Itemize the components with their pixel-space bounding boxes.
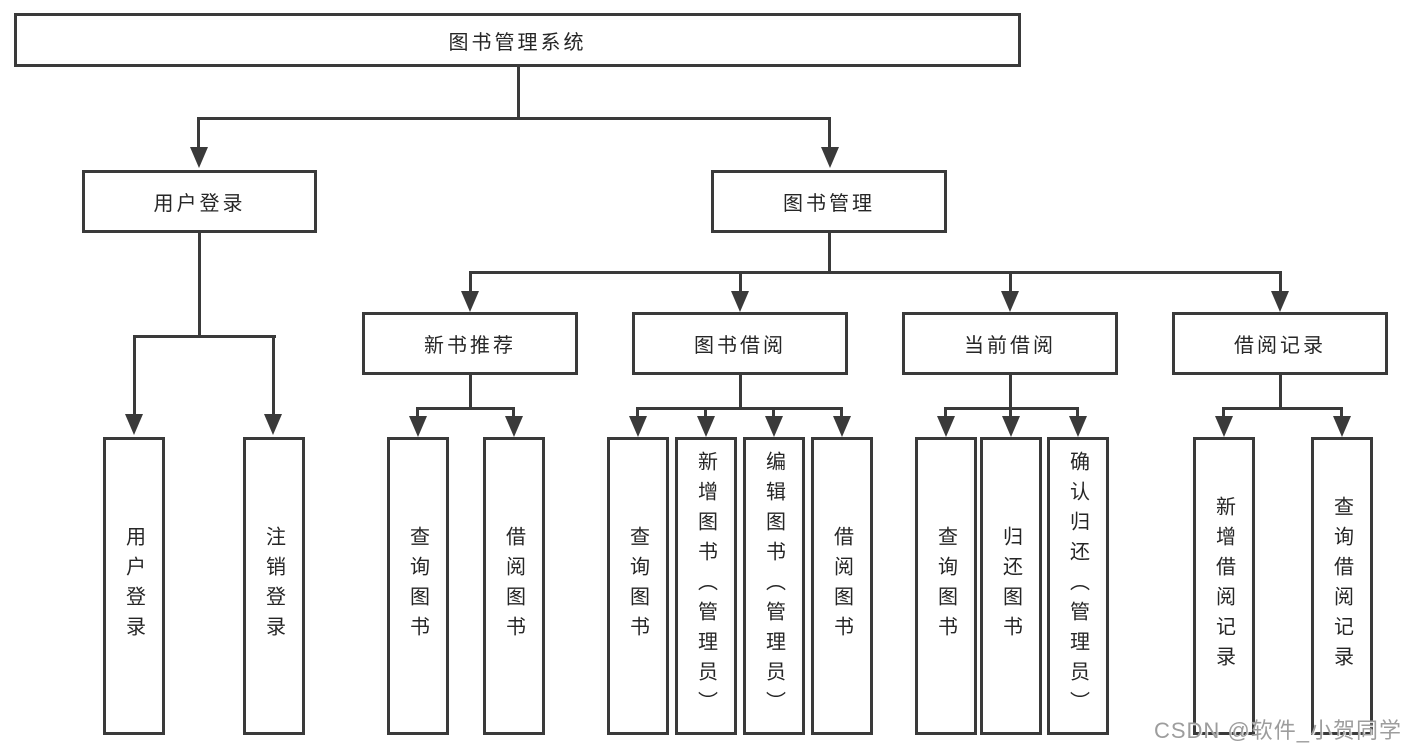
connector-line	[944, 407, 947, 417]
connector-line	[704, 407, 707, 417]
connector-line	[198, 233, 201, 335]
connector-line	[739, 271, 742, 291]
connector-line	[469, 375, 472, 407]
leaf-borrow-query-books: 查询图书	[607, 437, 669, 735]
node-borrow-records: 借阅记录	[1172, 312, 1388, 375]
arrow-down-icon	[461, 291, 479, 312]
leaf-current-query-books: 查询图书	[915, 437, 977, 735]
arrow-down-icon	[1002, 416, 1020, 437]
connector-line	[469, 271, 472, 291]
connector-line	[1009, 271, 1012, 291]
connector-line	[1222, 407, 1225, 417]
arrow-down-icon	[409, 416, 427, 437]
connector-line	[1340, 407, 1343, 417]
leaf-records-query-record: 查询借阅记录	[1311, 437, 1373, 735]
arrow-down-icon	[505, 416, 523, 437]
connector-line	[636, 407, 843, 410]
connector-line	[828, 233, 831, 271]
arrow-down-icon	[629, 416, 647, 437]
arrow-down-icon	[765, 416, 783, 437]
arrow-down-icon	[190, 147, 208, 168]
arrow-down-icon	[1001, 291, 1019, 312]
arrow-down-icon	[821, 147, 839, 168]
connector-line	[416, 407, 515, 410]
node-new-book-recommend: 新书推荐	[362, 312, 578, 375]
leaf-newbook-borrow-books: 借阅图书	[483, 437, 545, 735]
connector-line	[197, 117, 831, 120]
leaf-records-add-record: 新增借阅记录	[1193, 437, 1255, 735]
node-user-login: 用户登录	[82, 170, 317, 233]
leaf-newbook-query-books: 查询图书	[387, 437, 449, 735]
connector-line	[1076, 407, 1079, 417]
arrow-down-icon	[833, 416, 851, 437]
connector-line	[739, 375, 742, 407]
leaf-borrow-edit-books-admin: 编辑图书（管理员）	[743, 437, 805, 735]
connector-line	[512, 407, 515, 417]
arrow-down-icon	[1271, 291, 1289, 312]
connector-line	[1222, 407, 1343, 410]
leaf-borrow-borrow-books: 借阅图书	[811, 437, 873, 735]
node-book-management: 图书管理	[711, 170, 947, 233]
connector-line	[1009, 375, 1012, 407]
connector-line	[133, 335, 276, 338]
csdn-watermark: CSDN @软件_小贺同学	[1153, 718, 1402, 743]
arrow-down-icon	[1069, 416, 1087, 437]
arrow-down-icon	[697, 416, 715, 437]
connector-line	[840, 407, 843, 417]
connector-line	[828, 117, 831, 147]
leaf-borrow-add-books-admin: 新增图书（管理员）	[675, 437, 737, 735]
arrow-down-icon	[1215, 416, 1233, 437]
connector-line	[772, 407, 775, 417]
arrow-down-icon	[937, 416, 955, 437]
connector-line	[1009, 407, 1012, 417]
connector-line	[197, 117, 200, 147]
leaf-user-login: 用户登录	[103, 437, 165, 735]
connector-line	[636, 407, 639, 417]
connector-line	[1279, 375, 1282, 407]
node-current-borrow: 当前借阅	[902, 312, 1118, 375]
arrow-down-icon	[731, 291, 749, 312]
leaf-current-return-books: 归还图书	[980, 437, 1042, 735]
connector-line	[133, 335, 136, 414]
arrow-down-icon	[125, 414, 143, 435]
arrow-down-icon	[264, 414, 282, 435]
leaf-logout-login: 注销登录	[243, 437, 305, 735]
arrow-down-icon	[1333, 416, 1351, 437]
connector-line	[1279, 271, 1282, 291]
node-book-borrow: 图书借阅	[632, 312, 848, 375]
connector-line	[416, 407, 419, 417]
node-library-system: 图书管理系统	[14, 13, 1021, 67]
connector-line	[272, 335, 275, 414]
connector-line	[469, 271, 1282, 274]
connector-line	[517, 67, 520, 117]
leaf-current-confirm-return-admin: 确认归还（管理员）	[1047, 437, 1109, 735]
